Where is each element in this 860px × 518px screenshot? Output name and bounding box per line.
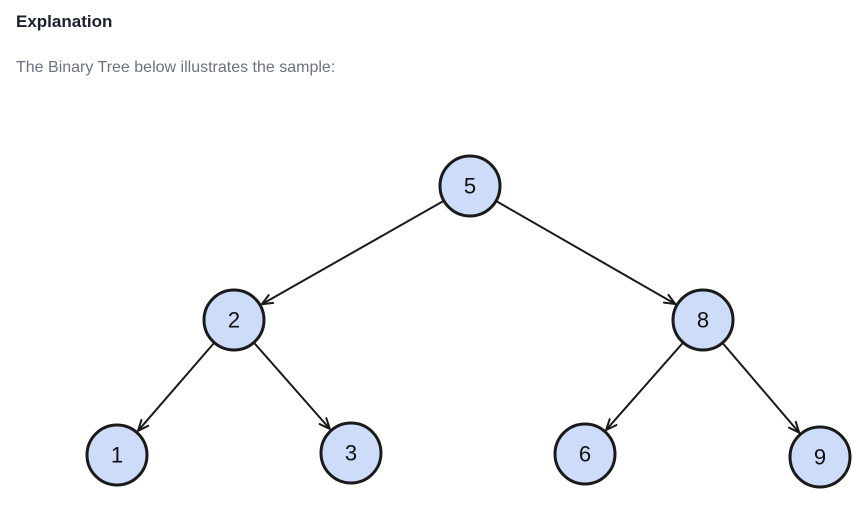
tree-node-6: 6 xyxy=(553,422,617,486)
tree-node-5: 5 xyxy=(438,154,502,218)
tree-edge-8-6 xyxy=(605,342,684,431)
tree-edge-8-9 xyxy=(722,342,801,434)
tree-node-circle xyxy=(788,425,852,489)
tree-node-label: 2 xyxy=(228,308,240,333)
tree-node-3: 3 xyxy=(319,421,383,485)
section-heading: Explanation xyxy=(16,12,113,31)
tree-node-label: 9 xyxy=(814,445,826,470)
tree-edge-5-8 xyxy=(496,200,677,305)
tree-node-label: 6 xyxy=(579,442,591,467)
tree-node-1: 1 xyxy=(85,423,149,487)
tree-node-label: 8 xyxy=(697,308,709,333)
section-subtitle: The Binary Tree below illustrates the sa… xyxy=(16,59,336,76)
tree-node-8: 8 xyxy=(671,288,735,352)
tree-node-label: 1 xyxy=(111,443,123,468)
tree-edge-5-2 xyxy=(260,200,444,306)
tree-node-circle xyxy=(553,422,617,486)
tree-node-circle xyxy=(85,423,149,487)
tree-node-circle xyxy=(319,421,383,485)
tree-node-label: 5 xyxy=(464,174,476,199)
tree-node-circle xyxy=(202,288,266,352)
tree-node-label: 3 xyxy=(345,441,357,466)
tree-edge-2-1 xyxy=(137,342,215,432)
tree-edge-2-3 xyxy=(253,342,331,430)
tree-node-2: 2 xyxy=(202,288,266,352)
tree-node-circle xyxy=(671,288,735,352)
tree-node-9: 9 xyxy=(788,425,852,489)
tree-node-circle xyxy=(438,154,502,218)
